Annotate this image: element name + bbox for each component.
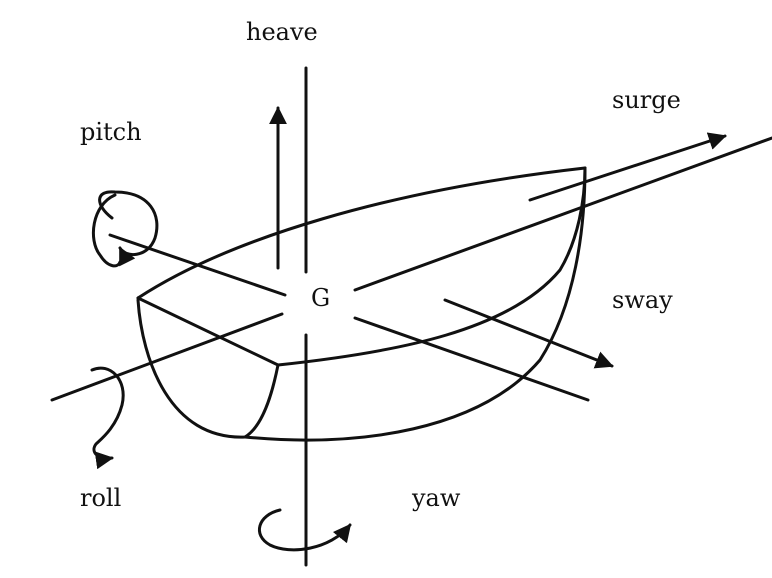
label-roll: roll (80, 484, 122, 512)
label-heave: heave (246, 18, 318, 46)
pitch-rotation-arrow-tail (91, 193, 122, 268)
roll-axis (50, 136, 772, 402)
pitch-rotation-arrow (98, 190, 159, 267)
label-yaw: yaw (412, 484, 461, 512)
surge-arrow (528, 132, 727, 202)
label-center-of-gravity: G (311, 284, 331, 312)
roll-rotation-arrow (90, 366, 125, 470)
label-surge: surge (612, 86, 681, 114)
yaw-rotation-arrow (258, 508, 352, 552)
label-sway: sway (612, 286, 673, 314)
label-pitch: pitch (80, 118, 142, 146)
pitch-axis (108, 233, 590, 402)
sway-arrow (443, 298, 614, 369)
ship-hull (136, 166, 587, 442)
